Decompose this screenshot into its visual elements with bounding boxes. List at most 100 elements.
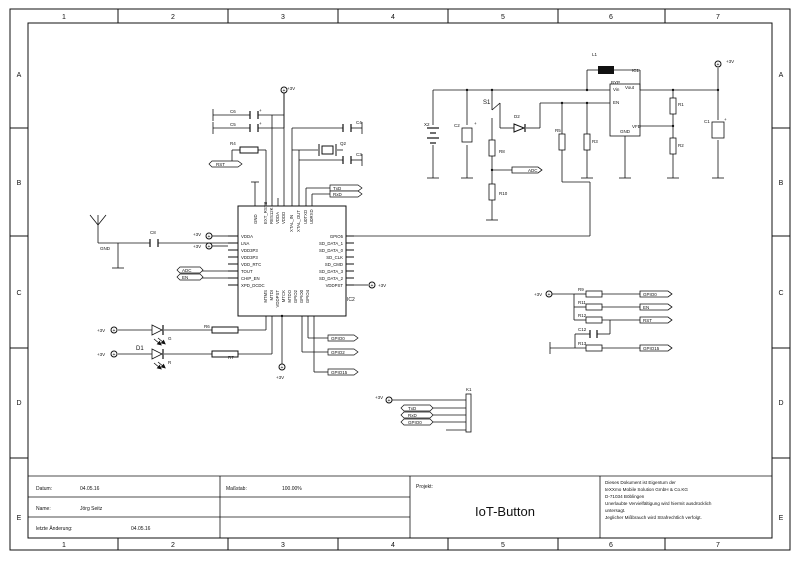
scale-value: 100.00% — [282, 486, 302, 492]
net-label: TxD — [333, 186, 342, 191]
net-label: EN — [643, 305, 649, 310]
resistor-label: R1 — [678, 102, 684, 107]
ownership-notice-line: teXXmo Mobile Solution GmbH & Co.KG — [605, 487, 688, 492]
row-letter: A — [17, 72, 22, 79]
connector-ref: K1 — [466, 387, 472, 392]
ic1-pin-label: BYP — [611, 80, 620, 85]
supply-symbols — [110, 326, 118, 358]
resistor-label: R7 — [228, 355, 234, 360]
ic2-pin-label: VDD3P3 — [241, 255, 258, 260]
ic2-pin-label: MTMS — [263, 290, 268, 303]
ic2-pin-label: MTDI — [269, 290, 274, 301]
capacitors-ic2 — [149, 111, 352, 247]
row-letter: E — [17, 515, 22, 522]
supply-symbols — [545, 290, 553, 298]
supply-label: +3V — [375, 395, 383, 400]
resistor-label: R11 — [578, 300, 586, 305]
cap-label: C2 — [454, 123, 460, 128]
diode-label: D2 — [514, 114, 520, 119]
supply-symbols — [205, 86, 376, 371]
net-label: ADC — [182, 268, 192, 273]
ownership-notice-line: Jeglicher Mißbrauch wird Strafrechtlich … — [605, 515, 702, 520]
ic2-pin-label: VDD3P3 — [241, 248, 258, 253]
inductor-label: L1 — [592, 52, 598, 57]
name-label: Name: — [36, 506, 51, 512]
project-title: IoT-Button — [475, 504, 535, 519]
ic2-pin-label: MTDO — [287, 289, 292, 302]
ic2-pin-label: LNA — [241, 241, 249, 246]
col-number: 5 — [501, 542, 505, 549]
plus-icon: + — [208, 244, 211, 250]
datum-label: Datum: — [36, 486, 52, 492]
supply-label: +3V — [193, 232, 201, 237]
ic2-pin-label: VDD_RTC — [241, 262, 261, 267]
row-letter: E — [779, 515, 784, 522]
ic1-pin-label: Vout — [625, 85, 635, 90]
ownership-notice-line: untersagt. — [605, 508, 625, 513]
title-block-frame — [28, 475, 772, 538]
supply-label: +3V — [534, 292, 542, 297]
cap-label: C5 — [230, 122, 236, 127]
plus-icon: + — [548, 292, 551, 298]
ownership-notice-line: D-71034 Böblingen — [605, 494, 645, 499]
scale-label: Maßstab: — [226, 486, 247, 492]
plus-icon: + — [281, 365, 284, 371]
plus-icon: + — [717, 62, 720, 68]
row-letter: A — [779, 72, 784, 79]
power-components — [461, 97, 725, 201]
cap-label: C6 — [230, 109, 236, 114]
ic2-pin-label: GND — [253, 214, 258, 224]
ic2-pin-label: XTAL_OUT — [296, 210, 301, 232]
capacitor-c12 — [589, 330, 598, 338]
ic2-pin-label: GPIO0 — [299, 289, 304, 303]
ic2-pin-label: XTAL_IN — [289, 215, 294, 232]
cap-label: C1 — [704, 119, 710, 124]
crystal-label: Q2 — [340, 141, 347, 146]
ic2-pin-label: RES12K — [269, 207, 274, 224]
net-label: RxD — [408, 413, 417, 418]
col-number: 5 — [501, 14, 505, 21]
last-change-value: 04.05.16 — [131, 526, 151, 532]
plus-icon: + — [388, 398, 391, 404]
row-letter: C — [16, 290, 21, 297]
crystal-q2 — [318, 144, 337, 156]
supply-label: +3V — [193, 244, 201, 249]
ic2-pin-label: TOUT — [241, 269, 253, 274]
row-letter: D — [778, 400, 783, 407]
net-label: RST — [643, 318, 652, 323]
row-letter: D — [16, 400, 21, 407]
net-label: GPIO0 — [643, 292, 657, 297]
plus-icon: + — [283, 88, 286, 94]
supply-label: +3V — [287, 86, 295, 91]
resistor-label: R12 — [578, 313, 587, 318]
net-label: ADC — [528, 168, 538, 173]
resistor-label: R8 — [499, 149, 505, 154]
row-letter: C — [778, 290, 783, 297]
ic1-pin-label: GND — [620, 129, 631, 134]
supply-label: +3V — [97, 328, 105, 333]
drawing-frame — [9, 8, 791, 551]
resistor-r6 — [211, 326, 239, 334]
inductor-l1 — [598, 66, 614, 74]
supply-label: +3V — [97, 352, 105, 357]
ic2-pin-label: GPIO5 — [330, 234, 344, 239]
net-label: TxD — [408, 406, 417, 411]
battery-label: X2 — [424, 122, 430, 127]
row-letter: B — [17, 180, 22, 187]
ic2-pin-label: U0RXD — [309, 209, 314, 224]
resistor-label: R3 — [592, 139, 598, 144]
resistor-r7 — [211, 350, 239, 358]
plus-icon: + — [113, 328, 116, 334]
cap-plus: + — [259, 108, 262, 113]
resistor-label: R13 — [578, 341, 587, 346]
supply-label: +3V — [378, 283, 386, 288]
switch-ref: S1 — [483, 100, 491, 106]
col-number: 1 — [62, 542, 66, 549]
resistor-label: R2 — [678, 143, 684, 148]
junction-dots — [280, 88, 720, 318]
name-value: Jörg Seitz — [80, 506, 103, 512]
ic2-pin-label: SD_DATA_0 — [319, 248, 344, 253]
col-number: 7 — [716, 14, 720, 21]
col-number: 7 — [716, 542, 720, 549]
cap-label: C3 — [356, 152, 362, 157]
